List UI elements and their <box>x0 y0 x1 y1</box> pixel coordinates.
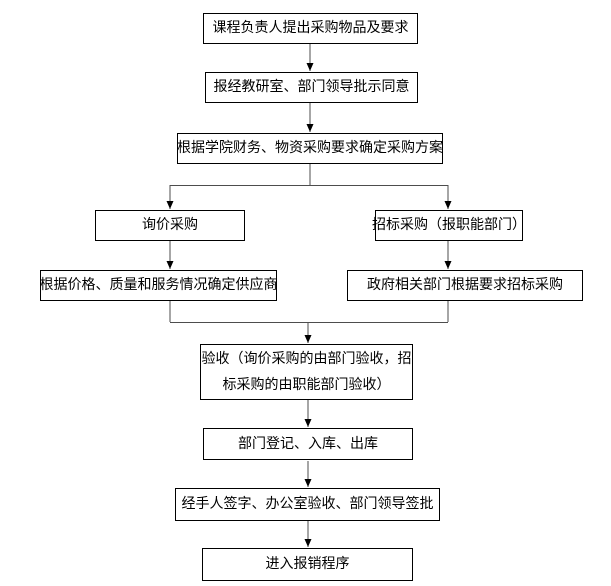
flow-node-inquiry-purchase: 询价采购 <box>95 210 245 241</box>
flow-node-leader-approval: 报经教研室、部门领导批示同意 <box>205 72 418 103</box>
flow-node-acceptance-check-line1: 验收（询价采购的由部门验收，招 <box>201 351 412 367</box>
flow-node-propose-purchase-request: 课程负责人提出采购物品及要求 <box>203 13 418 44</box>
flow-node-reimbursement-process: 进入报销程序 <box>202 548 413 581</box>
flow-node-determine-supplier: 根据价格、质量和服务情况确定供应商 <box>40 270 278 301</box>
flow-node-department-registration: 部门登记、入库、出库 <box>203 428 413 460</box>
flow-node-acceptance-check-line2: 标采购的由职能部门验收） <box>222 377 391 393</box>
flow-node-acceptance-check: 验收（询价采购的由部门验收，招 标采购的由职能部门验收） <box>200 344 413 400</box>
flow-node-signatures-approval: 经手人签字、办公室验收、部门领导签批 <box>175 488 440 521</box>
flow-node-government-bidding: 政府相关部门根据要求招标采购 <box>347 270 583 301</box>
flow-node-bidding-purchase: 招标采购（报职能部门） <box>372 210 526 241</box>
flow-node-determine-purchase-plan: 根据学院财务、物资采购要求确定采购方案 <box>177 133 443 164</box>
